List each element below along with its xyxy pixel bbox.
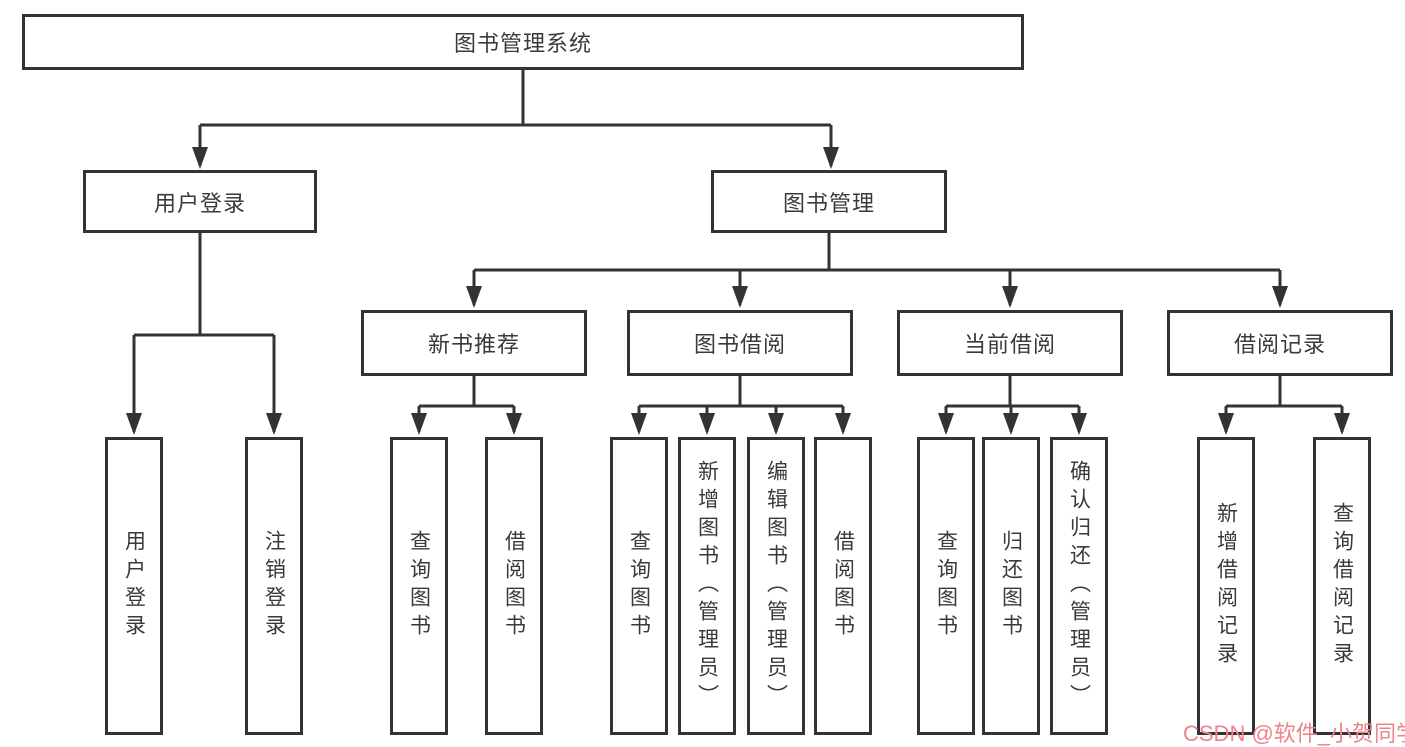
arrow-down-icon (1272, 286, 1288, 308)
leaf-query-books-borrowing: 查询图书 (610, 437, 668, 735)
arrow-down-icon (835, 413, 851, 435)
node-user-login: 用户登录 (83, 170, 317, 233)
arrow-down-icon (126, 413, 142, 435)
arrow-down-icon (1003, 413, 1019, 435)
arrow-down-icon (266, 413, 282, 435)
arrow-down-icon (1002, 286, 1018, 308)
node-current-borrowing: 当前借阅 (897, 310, 1123, 376)
leaf-return-books: 归还图书 (982, 437, 1040, 735)
arrow-down-icon (192, 147, 208, 169)
arrow-down-icon (768, 413, 784, 435)
leaf-user-login: 用户登录 (105, 437, 163, 735)
leaf-borrow-books-borrowing: 借阅图书 (814, 437, 872, 735)
arrow-down-icon (732, 286, 748, 308)
arrow-down-icon (1334, 413, 1350, 435)
leaf-query-books-current: 查询图书 (917, 437, 975, 735)
leaf-add-borrow-record: 新增借阅记录 (1197, 437, 1255, 735)
arrow-down-icon (631, 413, 647, 435)
arrow-down-icon (823, 147, 839, 169)
leaf-add-book-admin: 新增图书（管理员） (678, 437, 736, 735)
leaf-edit-book-admin: 编辑图书（管理员） (747, 437, 805, 735)
arrow-down-icon (699, 413, 715, 435)
node-library-management-system: 图书管理系统 (22, 14, 1024, 70)
arrow-down-icon (411, 413, 427, 435)
node-new-book-recommendation: 新书推荐 (361, 310, 587, 376)
node-book-management: 图书管理 (711, 170, 947, 233)
leaf-query-books-recommend: 查询图书 (390, 437, 448, 735)
leaf-confirm-return-admin: 确认归还（管理员） (1050, 437, 1108, 735)
leaf-query-borrow-record: 查询借阅记录 (1313, 437, 1371, 735)
arrow-down-icon (1218, 413, 1234, 435)
leaf-borrow-books-recommend: 借阅图书 (485, 437, 543, 735)
arrow-down-icon (938, 413, 954, 435)
arrow-down-icon (466, 286, 482, 308)
arrow-down-icon (506, 413, 522, 435)
arrow-down-icon (1071, 413, 1087, 435)
leaf-logout: 注销登录 (245, 437, 303, 735)
node-borrowing-records: 借阅记录 (1167, 310, 1393, 376)
tree-connector-path (132, 70, 1344, 432)
watermark: CSDN @软件_小贺同学 (1183, 721, 1405, 746)
node-book-borrowing: 图书借阅 (627, 310, 853, 376)
